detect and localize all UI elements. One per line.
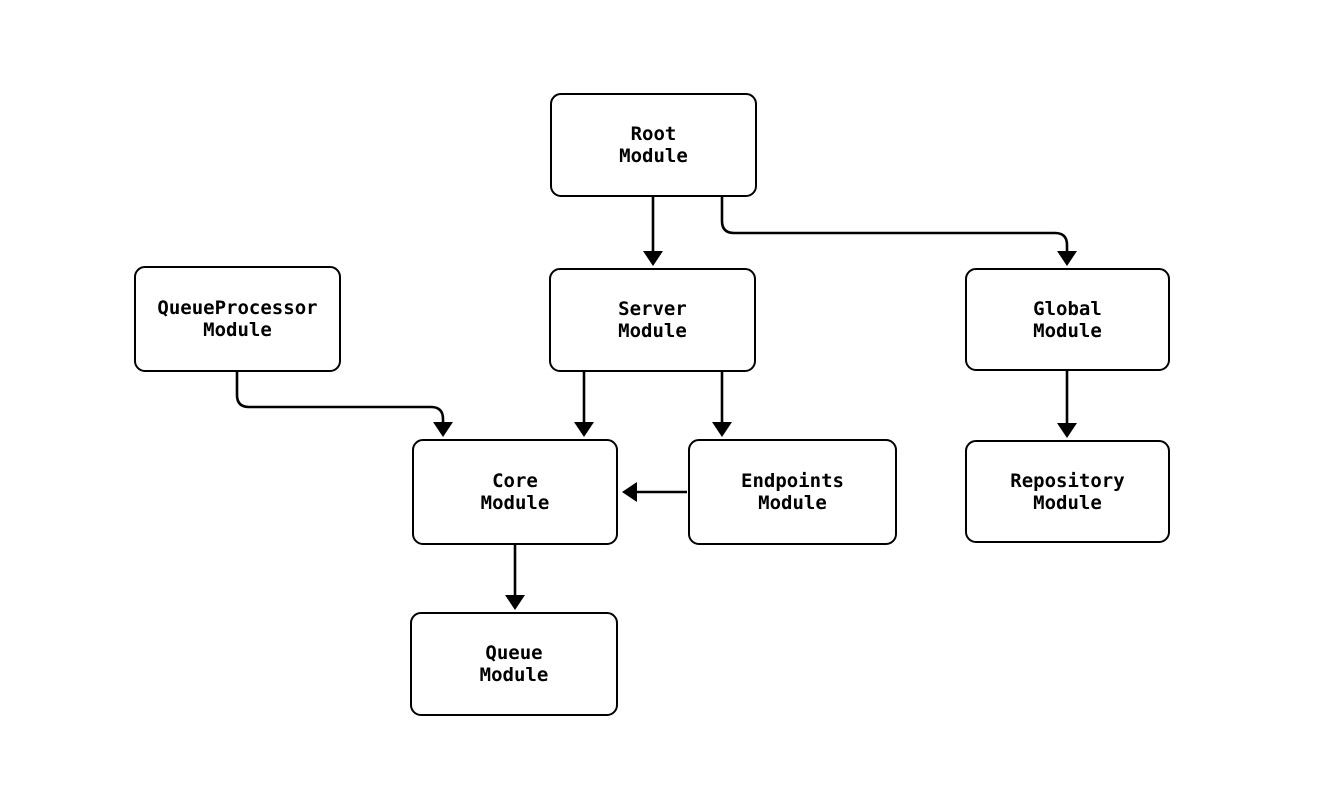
node-label-line: QueueProcessor — [157, 297, 318, 319]
node-label-line: Module — [479, 664, 549, 686]
node-server-module: Server Module — [549, 268, 756, 372]
node-label-line: Root — [630, 123, 677, 145]
node-label-line: Server — [618, 298, 687, 320]
node-queue-module: Queue Module — [410, 612, 618, 716]
edge-root-to-global — [720, 197, 1077, 266]
node-label-line: Repository — [1010, 469, 1125, 492]
node-label-line: Core — [492, 470, 538, 492]
node-label-line: Module — [619, 145, 688, 167]
node-label-line: Module — [758, 492, 827, 514]
node-label-line: Module — [203, 319, 272, 341]
node-queueprocessor-module: QueueProcessor Module — [134, 266, 341, 372]
node-label-line: Module — [1033, 491, 1102, 514]
node-label-line: Endpoints — [741, 470, 844, 492]
node-endpoints-module: Endpoints Module — [688, 439, 897, 545]
edge-queueprocessor-to-core — [235, 372, 453, 437]
node-label-line: Global — [1033, 297, 1102, 320]
node-global-module: Global Module — [965, 268, 1170, 371]
node-label-line: Queue — [485, 642, 543, 664]
node-label-line: Module — [480, 492, 550, 514]
node-core-module: Core Module — [412, 439, 618, 545]
node-label-line: Module — [618, 320, 687, 342]
node-root-module: Root Module — [550, 93, 757, 197]
node-repository-module: Repository Module — [965, 440, 1170, 543]
node-label-line: Module — [1033, 319, 1102, 342]
